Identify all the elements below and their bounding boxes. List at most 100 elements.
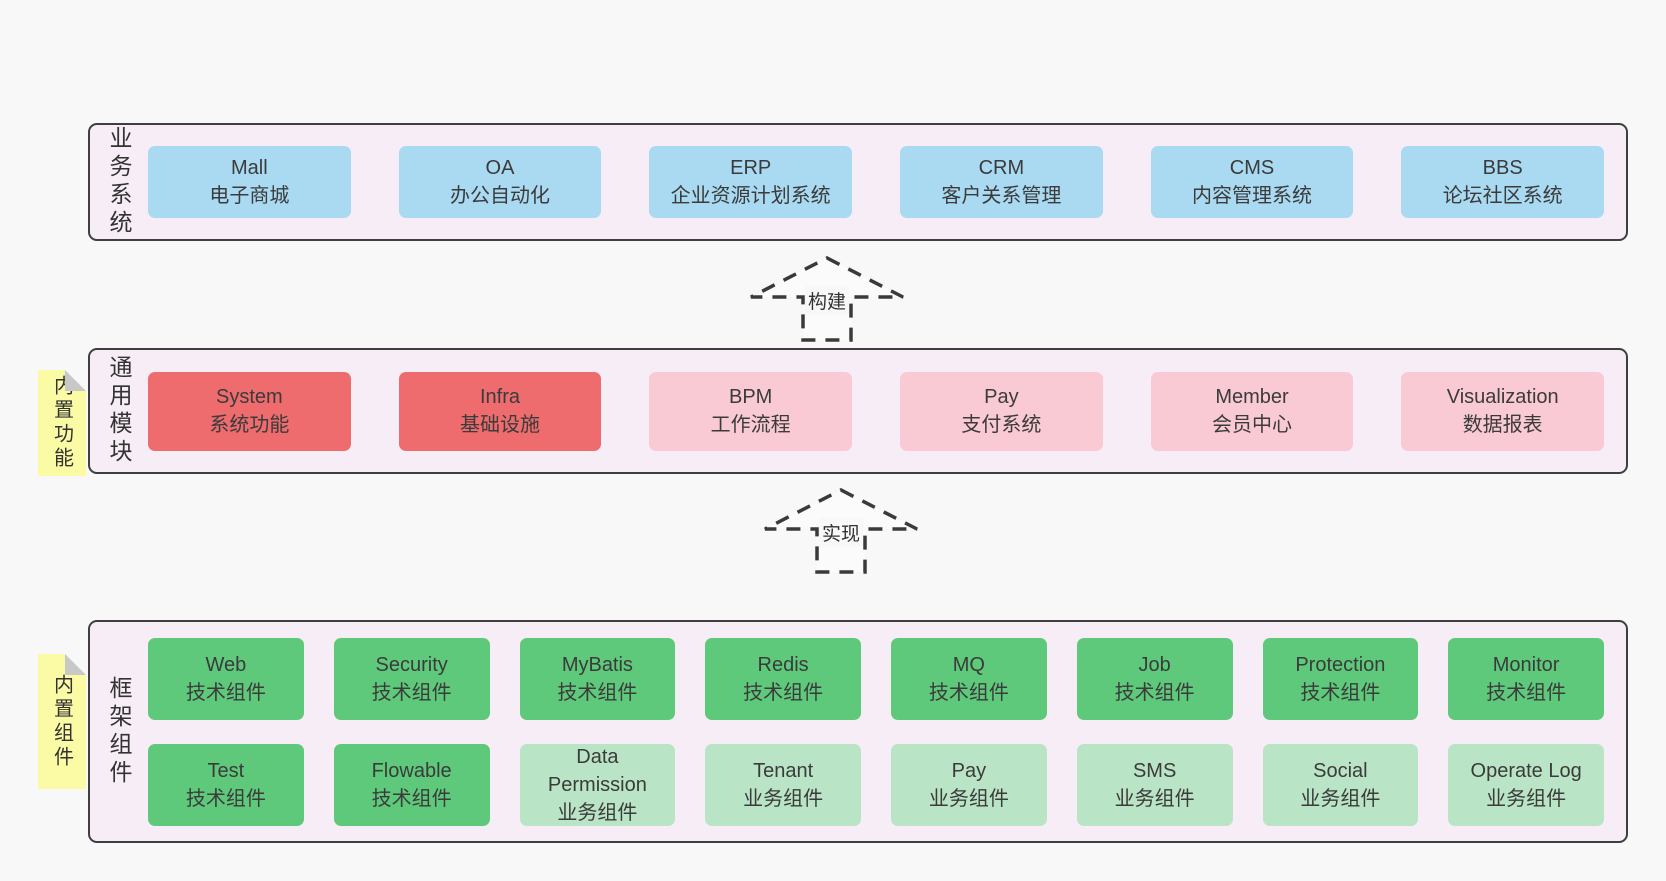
module-box-system: System 系统功能 xyxy=(148,371,351,451)
sticky-note-text: 内置功能 xyxy=(50,375,73,471)
system-box-bbs: BBS 论坛社区系统 xyxy=(1401,146,1605,218)
box-title: Web xyxy=(205,653,247,676)
component-box-job: Job 技术组件 xyxy=(1076,637,1233,720)
system-box-crm: CRM 客户关系管理 xyxy=(900,146,1103,218)
band-label-business-systems: 业务系统 xyxy=(106,126,132,238)
box-title: Mall xyxy=(231,157,268,179)
sticky-note-text: 内置组件 xyxy=(50,673,73,770)
box-subtitle: 技术组件 xyxy=(371,787,452,810)
box-title: Data Permission xyxy=(547,745,647,796)
component-box-sms: SMS 业务组件 xyxy=(1076,743,1233,826)
band-framework-components: 框架组件 Web 技术组件 Security 技术组件 MyBatis 技术组件… xyxy=(88,620,1628,843)
box-subtitle: 企业资源计划系统 xyxy=(670,185,831,207)
box-title: CMS xyxy=(1229,157,1275,179)
box-subtitle: 支付系统 xyxy=(961,414,1042,436)
system-box-cms: CMS 内容管理系统 xyxy=(1150,146,1354,218)
box-subtitle: 技术组件 xyxy=(185,681,266,704)
band-business-systems: 业务系统 Mall 电子商城 OA 办公自动化 ERP 企业资源计划系统 CRM… xyxy=(88,123,1628,241)
box-title: Member xyxy=(1215,386,1289,408)
sticky-note-builtin-features: 内置功能 xyxy=(38,370,86,476)
box-title: Pay xyxy=(984,386,1019,408)
box-title: BPM xyxy=(729,386,773,408)
box-subtitle: 会员中心 xyxy=(1212,414,1293,436)
folded-corner-icon xyxy=(65,654,86,675)
box-title: BBS xyxy=(1482,157,1523,179)
system-box-mall: Mall 电子商城 xyxy=(148,146,351,218)
box-title: Pay xyxy=(951,759,987,782)
box-title: Operate Log xyxy=(1470,759,1582,782)
box-title: MQ xyxy=(952,653,985,676)
box-title: Social xyxy=(1313,759,1368,782)
component-box-redis: Redis 技术组件 xyxy=(705,637,861,720)
arrow-label: 实现 xyxy=(818,518,864,547)
box-title: SMS xyxy=(1132,759,1177,782)
box-title: Job xyxy=(1138,653,1171,676)
box-subtitle: 技术组件 xyxy=(557,681,638,704)
box-title: Protection xyxy=(1295,653,1386,676)
box-subtitle: 基础设施 xyxy=(460,414,540,436)
box-subtitle: 业务组件 xyxy=(1114,787,1195,810)
component-box-security: Security 技术组件 xyxy=(333,637,490,720)
box-subtitle: 数据报表 xyxy=(1462,414,1543,436)
box-subtitle: 论坛社区系统 xyxy=(1442,185,1563,207)
box-title: Redis xyxy=(757,653,809,676)
box-subtitle: 业务组件 xyxy=(1486,787,1567,810)
module-box-bpm: BPM 工作流程 xyxy=(649,371,853,451)
framework-row-2: Test 技术组件 Flowable 技术组件 Data Permission … xyxy=(148,743,1604,826)
box-subtitle: 办公自动化 xyxy=(450,185,550,207)
framework-row-1: Web 技术组件 Security 技术组件 MyBatis 技术组件 Redi… xyxy=(148,637,1604,720)
module-boxes-row: System 系统功能 Infra 基础设施 BPM 工作流程 Pay 支付系统… xyxy=(148,350,1626,472)
component-box-operate-log: Operate Log 业务组件 xyxy=(1448,743,1604,826)
component-box-flowable: Flowable 技术组件 xyxy=(333,743,490,826)
module-box-member: Member 会员中心 xyxy=(1150,371,1354,451)
box-title: ERP xyxy=(730,157,772,179)
box-subtitle: 业务组件 xyxy=(1300,787,1381,810)
component-box-data-permission: Data Permission 业务组件 xyxy=(519,743,676,826)
box-title: Infra xyxy=(479,386,521,408)
arrow-implement: 实现 xyxy=(761,487,921,575)
box-title: Tenant xyxy=(753,759,814,782)
box-title: Test xyxy=(207,759,245,782)
component-box-pay: Pay 业务组件 xyxy=(891,743,1047,826)
component-box-mybatis: MyBatis 技术组件 xyxy=(519,637,676,720)
box-subtitle: 客户关系管理 xyxy=(941,185,1062,207)
band-common-modules: 通用模块 System 系统功能 Infra 基础设施 BPM 工作流程 Pay… xyxy=(88,348,1628,474)
component-box-mq: MQ 技术组件 xyxy=(891,637,1047,720)
arrow-label: 构建 xyxy=(804,286,850,315)
box-title: Security xyxy=(375,653,448,676)
box-subtitle: 内容管理系统 xyxy=(1192,185,1313,207)
system-box-oa: OA 办公自动化 xyxy=(398,146,602,218)
arrow-build: 构建 xyxy=(747,255,907,343)
box-title: MyBatis xyxy=(561,653,633,676)
module-box-infra: Infra 基础设施 xyxy=(398,371,602,451)
component-box-tenant: Tenant 业务组件 xyxy=(705,743,861,826)
sticky-note-builtin-components: 内置组件 xyxy=(38,654,86,789)
system-box-erp: ERP 企业资源计划系统 xyxy=(649,146,853,218)
box-subtitle: 技术组件 xyxy=(371,681,452,704)
component-box-monitor: Monitor 技术组件 xyxy=(1448,637,1604,720)
box-subtitle: 技术组件 xyxy=(1486,681,1567,704)
component-box-social: Social 业务组件 xyxy=(1262,743,1419,826)
band-label-common-modules: 通用模块 xyxy=(106,355,132,467)
box-title: System xyxy=(215,386,283,408)
folded-corner-icon xyxy=(65,370,86,391)
module-box-visualization: Visualization 数据报表 xyxy=(1401,371,1605,451)
box-subtitle: 系统功能 xyxy=(209,414,290,436)
box-subtitle: 技术组件 xyxy=(185,787,266,810)
box-subtitle: 电子商城 xyxy=(209,185,290,207)
component-box-web: Web 技术组件 xyxy=(148,637,304,720)
box-title: Monitor xyxy=(1492,653,1560,676)
box-title: Visualization xyxy=(1446,386,1559,408)
box-subtitle: 技术组件 xyxy=(1300,681,1381,704)
box-title: Flowable xyxy=(371,759,452,782)
band-label-framework-components: 框架组件 xyxy=(106,675,132,788)
framework-rows: Web 技术组件 Security 技术组件 MyBatis 技术组件 Redi… xyxy=(148,622,1626,841)
box-subtitle: 技术组件 xyxy=(928,681,1009,704)
component-box-test: Test 技术组件 xyxy=(148,743,304,826)
box-subtitle: 业务组件 xyxy=(743,787,824,810)
box-subtitle: 技术组件 xyxy=(743,681,824,704)
box-subtitle: 业务组件 xyxy=(928,787,1009,810)
component-box-protection: Protection 技术组件 xyxy=(1262,637,1419,720)
box-subtitle: 技术组件 xyxy=(1114,681,1195,704)
